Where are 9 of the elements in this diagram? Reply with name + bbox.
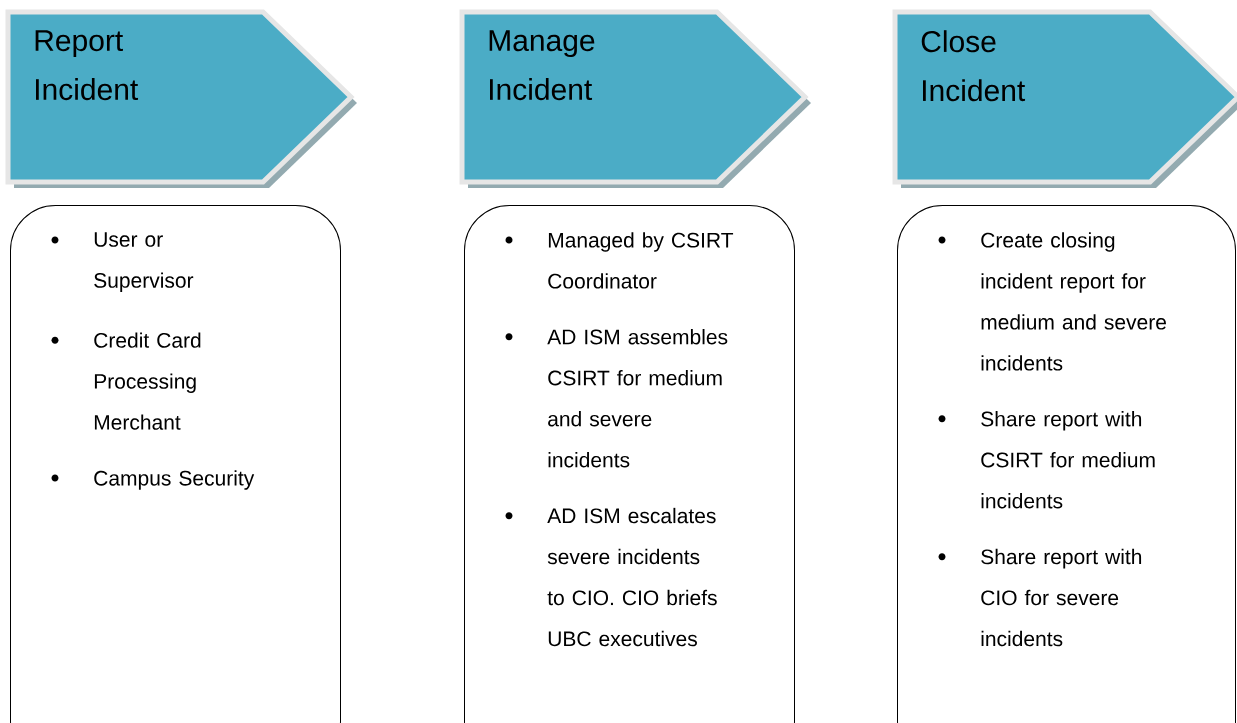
bullet-text: Share report with CSIRT for medium incidents	[981, 411, 1155, 509]
bullet-text: AD ISM escalates severe incidents to CIO. CIO briefs UBC executives	[547, 507, 717, 647]
bullet-text: Share report with CIO for severe incidents	[981, 548, 1142, 647]
bullet-text: Create closing incident report for medium and severe incidents	[981, 232, 1166, 371]
bullet-text: Credit Card Processing Merchant	[94, 332, 201, 430]
bullet-text: AD ISM assembles CSIRT for medium and severe incidents	[547, 329, 728, 468]
bullet-text: Campus Security	[94, 470, 255, 490]
bullet-text: User or Supervisor	[94, 232, 194, 292]
bullet-text: Managed by CSIRT Coordinator	[548, 232, 734, 289]
